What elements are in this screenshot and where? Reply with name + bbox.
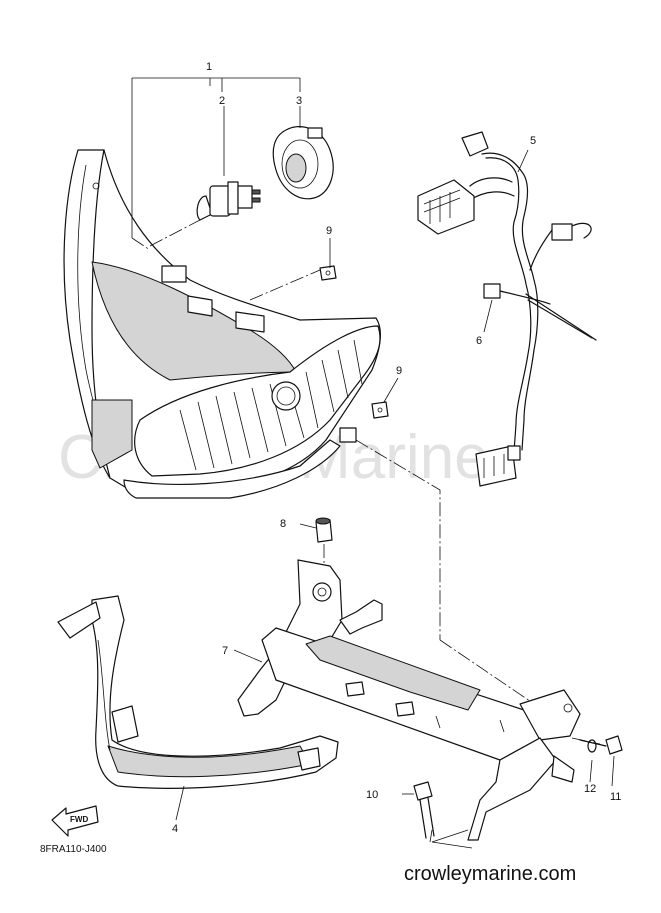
bolt[interactable] [402,781,473,849]
callout-1: 1 [206,61,212,73]
leader-lines-harness [483,149,529,333]
callout-8: 8 [280,518,286,530]
callout-3: 3 [296,95,302,107]
site-url: crowleymarine.com [404,863,576,885]
socket-cover[interactable] [272,126,334,200]
lower-cover[interactable] [57,595,339,789]
callout-4: 4 [172,823,178,835]
callout-5: 5 [530,135,536,147]
wire-harness[interactable] [417,131,597,487]
callout-9-lower: 9 [396,365,402,377]
nut-lower[interactable] [371,401,389,419]
callout-2: 2 [219,95,225,107]
callout-10: 10 [366,789,378,801]
leader-lines-headlight [131,77,547,713]
headlight-bulb[interactable] [196,181,261,221]
fwd-label: FWD [70,815,88,824]
callout-12: 12 [584,783,596,795]
washer[interactable] [587,739,597,783]
leader-line-stay [233,649,263,663]
callout-11: 11 [610,791,621,803]
callout-7: 7 [222,645,228,657]
nut-upper[interactable] [319,265,337,281]
callout-9-upper: 9 [326,225,332,237]
damper[interactable] [299,517,333,586]
headlight-assembly[interactable] [63,149,381,499]
bolt-small[interactable] [571,735,623,787]
leader-line-cover [175,785,185,821]
forward-arrow-icon: FWD [51,805,99,837]
headlight-stay[interactable] [237,559,581,841]
drawing-code: 8FRA110-J400 [40,844,107,855]
callout-6: 6 [476,335,482,347]
